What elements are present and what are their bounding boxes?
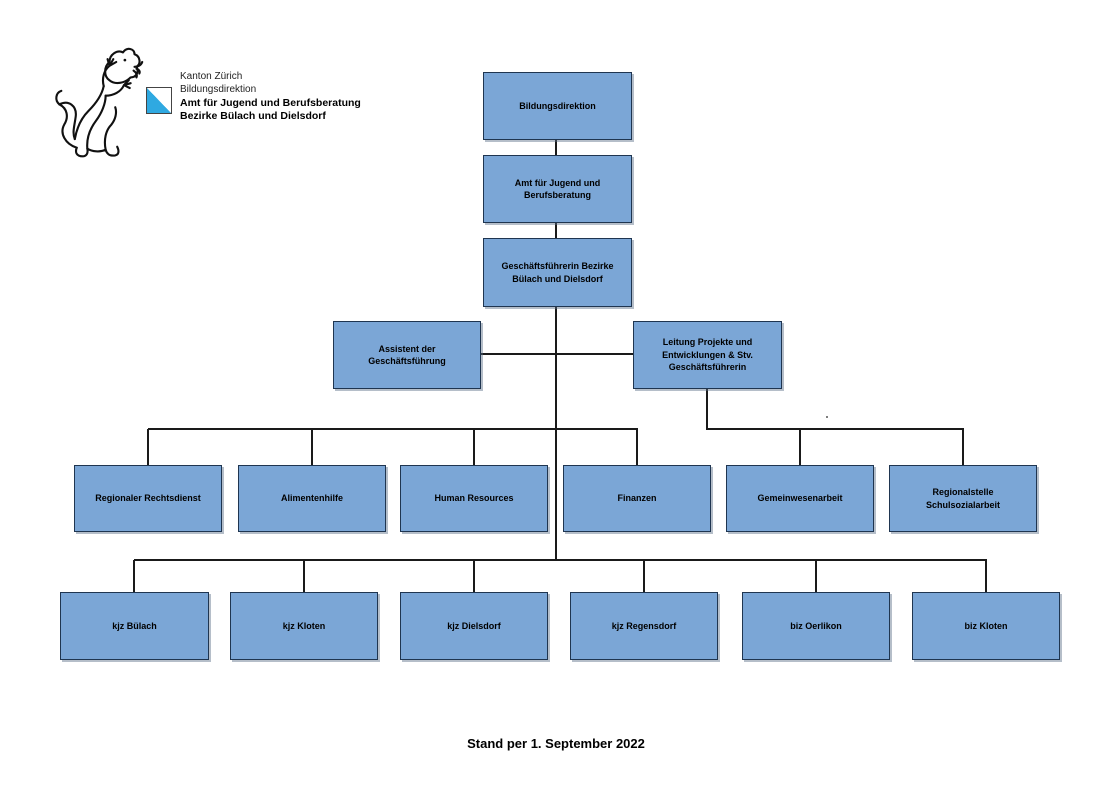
org-box-regionalstelle-schulsozialarbeit: Regionalstelle Schulsozialarbeit (889, 465, 1037, 532)
org-box-biz-oerlikon: biz Oerlikon (742, 592, 890, 660)
connector-line (134, 559, 987, 561)
org-box-alimentenhilfe: Alimentenhilfe (238, 465, 386, 532)
connector-line (303, 560, 305, 592)
org-box-kjz-buelach: kjz Bülach (60, 592, 209, 660)
date-caption: Stand per 1. September 2022 (467, 736, 645, 751)
connector-line (815, 560, 817, 592)
stray-dot-artifact (826, 416, 828, 418)
connector-line (481, 353, 633, 355)
connector-line (962, 429, 964, 465)
org-box-human-resources: Human Resources (400, 465, 548, 532)
connector-line (643, 560, 645, 592)
connector-line (147, 429, 149, 465)
connector-line (555, 140, 557, 155)
org-box-finanzen: Finanzen (563, 465, 711, 532)
connector-line (473, 560, 475, 592)
connector-line (985, 560, 987, 592)
org-box-regionaler-rechtsdienst: Regionaler Rechtsdienst (74, 465, 222, 532)
logo-text-block: Kanton Zürich Bildungsdirektion Amt für … (180, 70, 361, 124)
connector-line (133, 560, 135, 592)
logo-line-bezirke: Bezirke Bülach und Dielsdorf (180, 110, 326, 123)
connector-line (473, 429, 475, 465)
zurich-flag-icon (146, 87, 172, 114)
connector-line (706, 389, 708, 430)
org-box-bildungsdirektion: Bildungsdirektion (483, 72, 632, 140)
logo-line-canton: Kanton Zürich (180, 71, 243, 82)
org-box-assistent-geschaeftsfuehrung: Assistent der Geschäftsführung (333, 321, 481, 389)
connector-line (799, 429, 801, 465)
logo-line-amt: Amt für Jugend und Berufsberatung (180, 96, 361, 109)
org-box-amt-jugend-berufsberatung: Amt für Jugend und Berufsberatung (483, 155, 632, 223)
connector-line (555, 307, 557, 561)
org-box-leitung-projekte-entwicklungen: Leitung Projekte und Entwicklungen & Stv… (633, 321, 782, 389)
connector-line (707, 428, 964, 430)
org-box-kjz-dielsdorf: kjz Dielsdorf (400, 592, 548, 660)
connector-line (148, 428, 638, 430)
connector-line (311, 429, 313, 465)
connector-line (555, 223, 557, 238)
logo-line-direktion: Bildungsdirektion (180, 84, 257, 96)
org-box-biz-kloten: biz Kloten (912, 592, 1060, 660)
org-box-kjz-kloten: kjz Kloten (230, 592, 378, 660)
org-box-kjz-regensdorf: kjz Regensdorf (570, 592, 718, 660)
zurich-lion-logo (55, 47, 144, 158)
org-box-gemeinwesenarbeit: Gemeinwesenarbeit (726, 465, 874, 532)
connector-line (636, 429, 638, 465)
org-box-geschaeftsfuehrerin-bezirke: Geschäftsführerin Bezirke Bülach und Die… (483, 238, 632, 307)
